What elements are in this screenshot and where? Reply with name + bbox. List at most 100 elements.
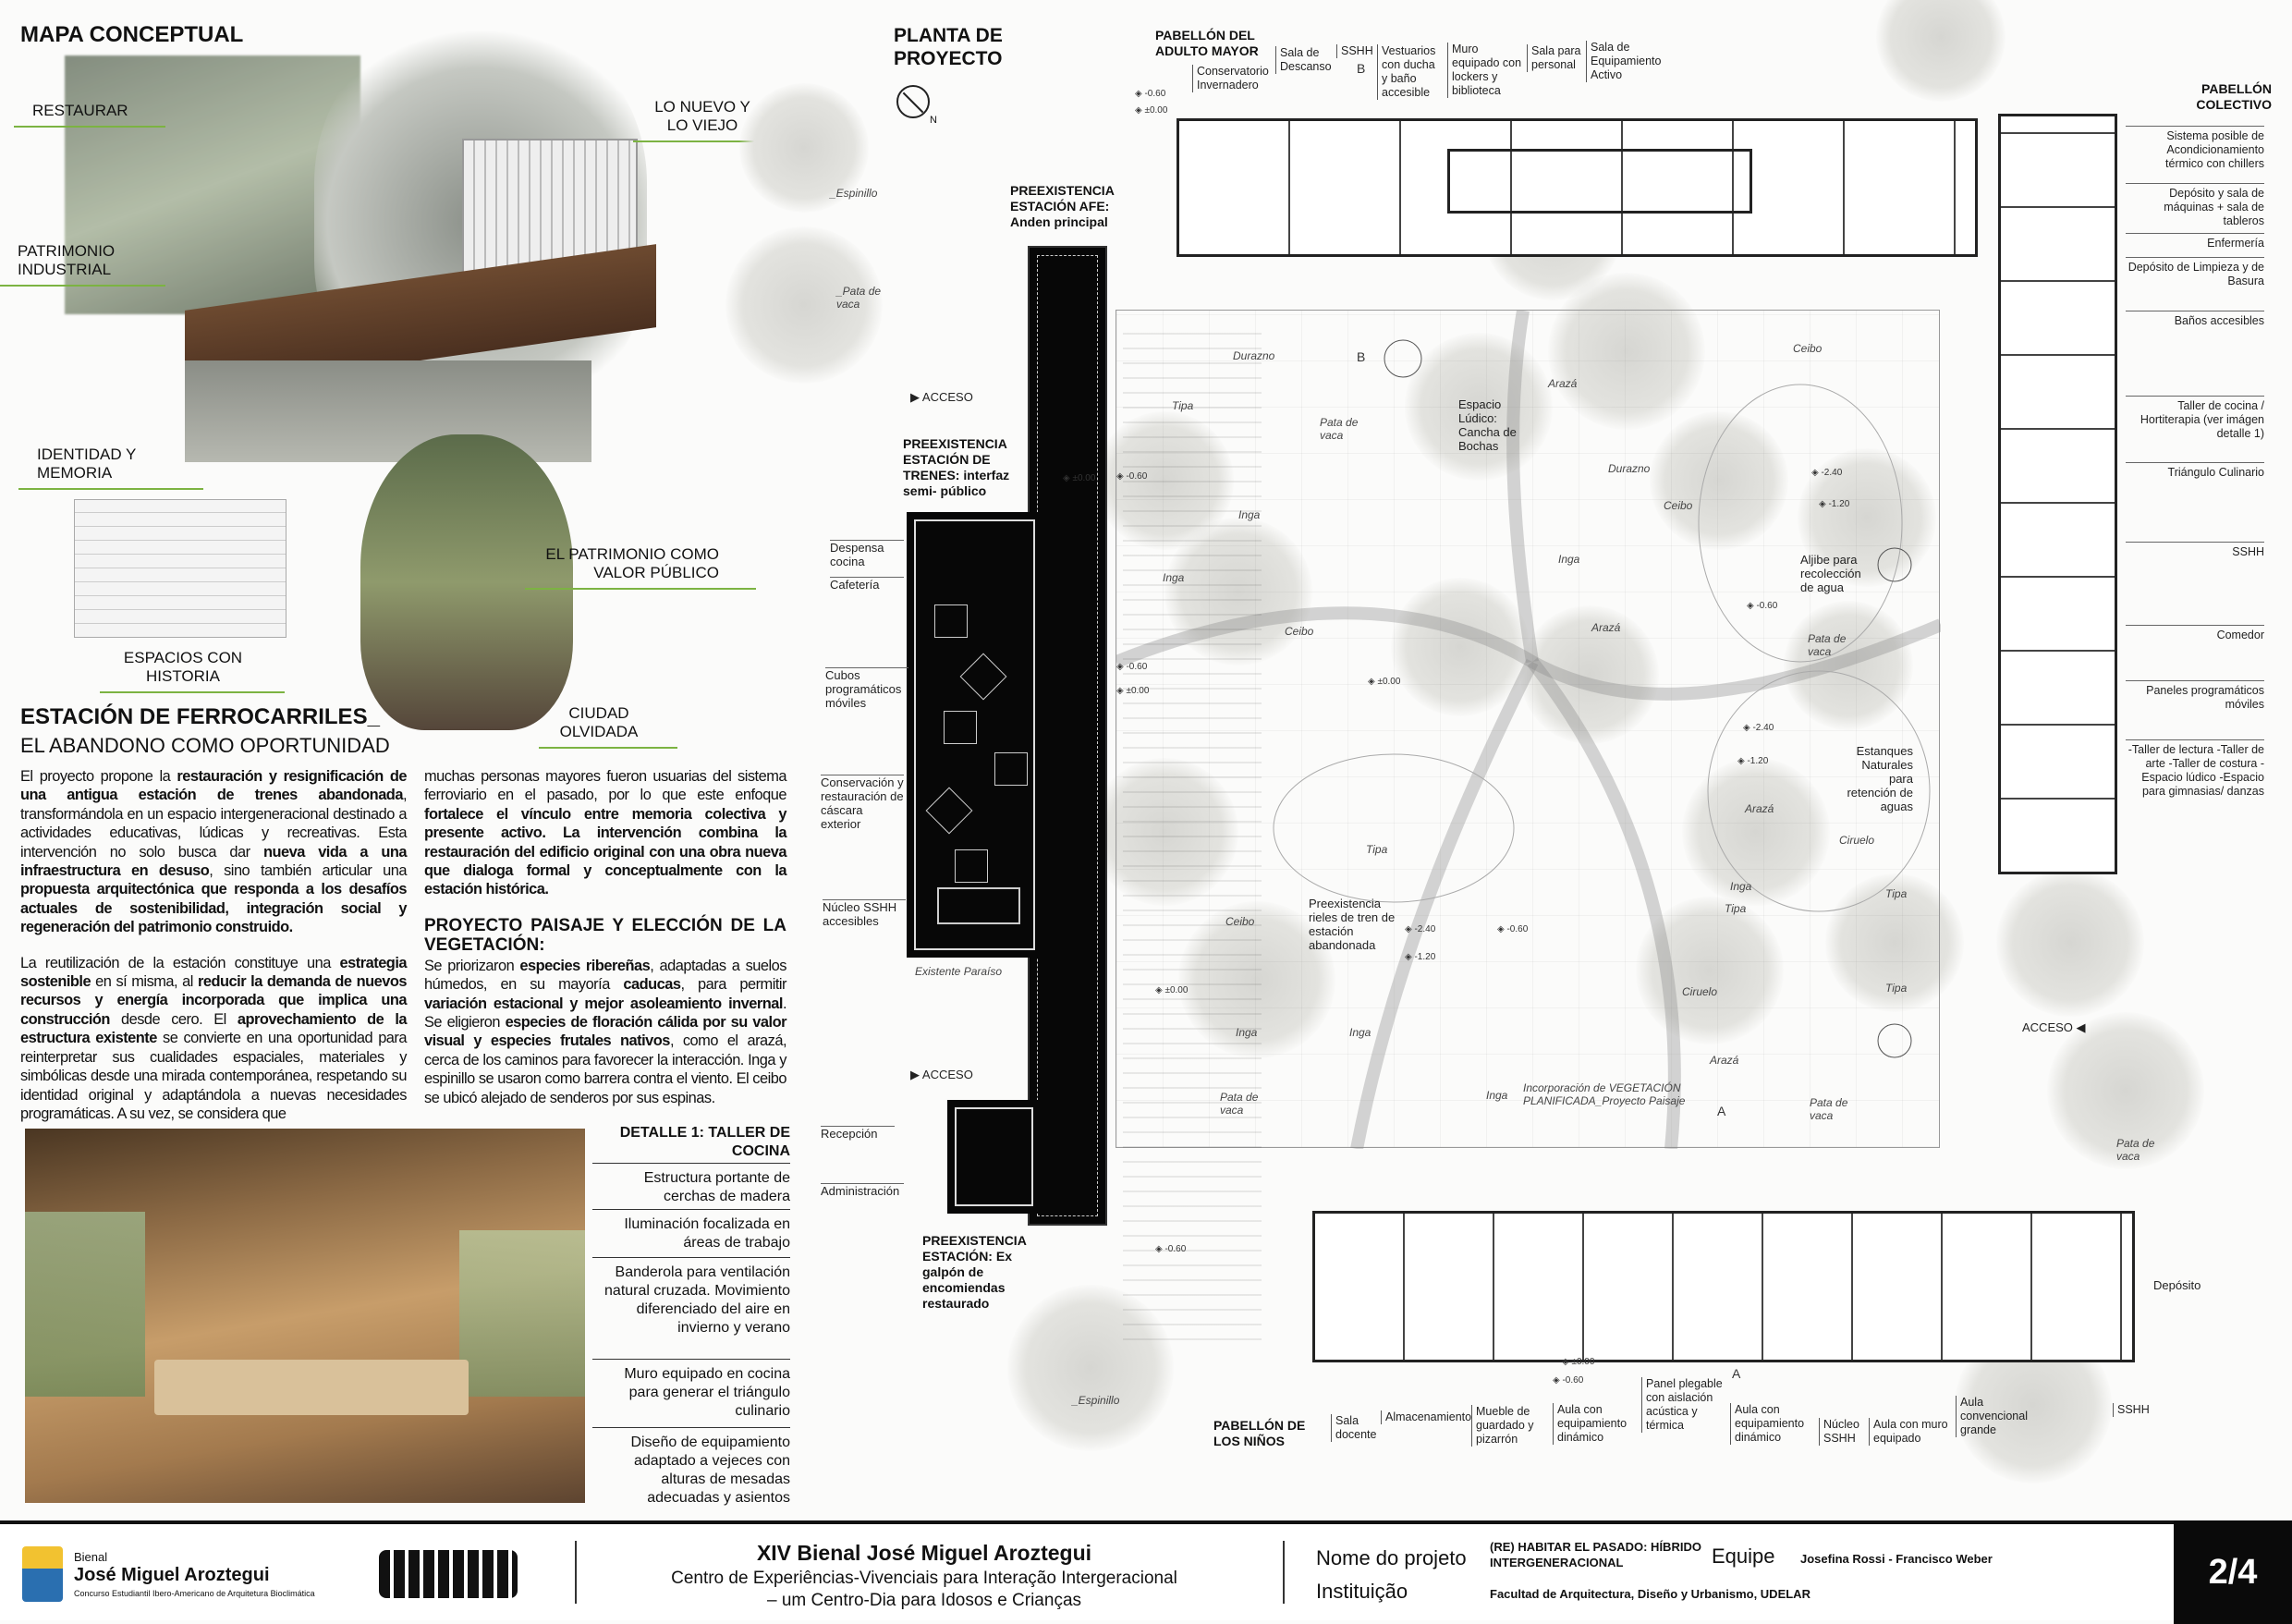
text: en sí misma, al — [91, 973, 198, 991]
bold-text: especies de floración cálida por su valo… — [424, 1014, 786, 1050]
species-label: Pata de vaca — [1810, 1096, 1848, 1122]
access-label: ▶ ACCESO — [910, 390, 973, 404]
kitchen-workshop-illustration — [25, 1129, 585, 1503]
intro-col2: muchas personas mayores fueron usuarias … — [424, 767, 787, 1107]
tree-canopy — [1798, 448, 1936, 587]
detail-title: DETALLE 1: TALLER DE COCINA — [619, 1125, 790, 1159]
species-label: Tipa — [1366, 843, 1388, 856]
species-label: Arazá — [1745, 802, 1774, 815]
detail-item: Estructura portante de cerchas de madera — [592, 1163, 790, 1206]
room-label: Depósito de Limpieza y de Basura — [2126, 257, 2264, 288]
plan-title: PLANTA DE PROYECTO — [894, 25, 1003, 69]
paragraph: La reutilización de la estación constitu… — [20, 954, 408, 1124]
room-label: Comedor — [2126, 625, 2264, 642]
species-label: Ceibo — [1664, 499, 1693, 512]
concept-nuevo-viejo: LO NUEVO Y LO VIEJO — [633, 98, 790, 142]
tree-canopy — [1636, 897, 1784, 1044]
concept-collage — [55, 0, 795, 739]
tree-canopy — [1164, 518, 1312, 665]
species-label: Inga — [1236, 1026, 1258, 1039]
concept-espacios: ESPACIOS CON HISTORIA — [100, 649, 285, 693]
adulto-title: PABELLÓN DEL ADULTO MAYOR — [1155, 28, 1259, 58]
room-label: Sala docente — [1331, 1414, 1379, 1442]
station-label: Cubos programáticos móviles — [825, 667, 908, 710]
divider — [575, 1541, 577, 1604]
species-label: Tipa — [1885, 982, 1908, 995]
species-label: _Pata de vaca — [836, 285, 882, 311]
text: se convierte en una oportunidad para rei… — [20, 1030, 408, 1122]
park-paths — [1116, 311, 1941, 1149]
species-label: Ciruelo — [1682, 985, 1718, 998]
room-label: Taller de cocina / Hortiterapia (ver imá… — [2126, 396, 2264, 441]
text: Se priorizaron — [424, 957, 520, 974]
intro-col1: El proyecto propone la restauración y re… — [20, 767, 408, 1124]
level-marker: ◈ -1.20 — [1819, 499, 1850, 509]
tree-canopy — [1876, 0, 2006, 102]
species-label: Durazno — [1608, 462, 1651, 475]
room-label: Depósito y sala de máquinas + sala de ta… — [2126, 183, 2264, 228]
footer-title: XIV Bienal José Miguel Aroztegui — [756, 1541, 1092, 1565]
pavilion-colectivo — [1998, 114, 2117, 874]
species-label: Pata de vaca — [1220, 1091, 1259, 1117]
station-cafeteria — [907, 512, 1042, 958]
tree-canopy — [1996, 869, 2144, 1017]
room-label: -Taller de lectura -Taller de arte -Tall… — [2126, 739, 2264, 799]
bienal-name: José Miguel Aroztegui — [74, 1565, 270, 1585]
room-label: Sala de Equipamiento Activo — [1586, 41, 1667, 82]
station-label: Conservación y restauración de cáscara e… — [821, 775, 904, 831]
access-label-east: ACCESO ◀ — [2022, 1020, 2086, 1034]
partner-logo-icon — [379, 1550, 518, 1598]
bold-text: caducas — [623, 976, 681, 994]
species-label: Pata de vaca — [2116, 1137, 2155, 1163]
level-marker: ◈ ±0.00 — [1562, 1357, 1595, 1367]
room-label: Aula con equipamiento dinámico — [1730, 1403, 1815, 1445]
species-label: _Espinillo — [1072, 1394, 1120, 1407]
existing-tree-label: Existente Paraíso — [915, 965, 1003, 978]
house-sketch — [74, 499, 286, 638]
concept-map-title: MAPA CONCEPTUAL — [20, 22, 244, 47]
access-text: ACCESO — [921, 1068, 973, 1081]
paragraph: muchas personas mayores fueron usuarias … — [424, 767, 787, 899]
label-galpon: PREEXISTENCIA ESTACIÓN: Ex galpón de enc… — [922, 1233, 1027, 1311]
level-marker: ◈ -0.60 — [1155, 1244, 1187, 1254]
tree-canopy — [1178, 901, 1335, 1058]
species-label: Ceibo — [1793, 342, 1823, 355]
station-label: Administración — [821, 1183, 904, 1198]
bold-text: restauración y resignificación de una an… — [20, 768, 408, 804]
north-label: N — [930, 115, 937, 126]
bold-text: fortalece el vínculo entre memoria colec… — [424, 805, 787, 898]
room-label: Paneles programáticos móviles — [2126, 680, 2264, 712]
species-label: Pata de vaca — [1320, 416, 1359, 442]
room-label: Aula con equipamiento dinámico — [1553, 1403, 1638, 1445]
section-marker: A — [1717, 1104, 1726, 1118]
bienal-logo-icon — [22, 1546, 63, 1602]
team-names: Josefina Rossi - Francisco Weber — [1800, 1552, 1993, 1566]
window-right — [459, 1230, 585, 1397]
room-label: Triángulo Culinario — [2126, 462, 2264, 480]
room-label: Baños accesibles — [2126, 311, 2264, 328]
pavilion-adulto — [1176, 118, 1978, 257]
species-label: Inga — [1486, 1089, 1508, 1102]
concept-patrimonio-industrial: PATRIMONIO INDUSTRIAL — [0, 242, 165, 287]
detail-item: Iluminación focalizada en áreas de traba… — [592, 1209, 790, 1252]
room-label: Aula con muro equipado — [1869, 1418, 1952, 1446]
pavilion-ninos — [1312, 1211, 2135, 1362]
room-label: SSHH — [2113, 1403, 2159, 1417]
station-galpon — [947, 1100, 1041, 1214]
intro-subtitle: EL ABANDONO COMO OPORTUNIDAD — [20, 734, 390, 757]
paragraph: El proyecto propone la restauración y re… — [20, 767, 408, 937]
level-marker: ◈ -0.60 — [1116, 662, 1148, 672]
access-label: ▶ ACCESO — [910, 1068, 973, 1081]
footer: Bienal José Miguel Aroztegui Concurso Es… — [0, 1520, 2292, 1624]
tree-canopy — [1391, 578, 1530, 716]
section-marker: B — [1357, 349, 1366, 364]
tree-canopy — [2047, 1012, 2204, 1169]
park-square — [1116, 310, 1941, 1149]
deposito-label: Depósito — [2153, 1278, 2201, 1292]
label-trenes: PREEXISTENCIA ESTACIÓN DE TRENES: interf… — [903, 436, 1010, 498]
tree-canopy — [1548, 273, 1705, 430]
team-label: Equipe — [1712, 1545, 1775, 1568]
species-label: Pata de vaca — [1808, 632, 1847, 658]
access-text: ACCESO — [921, 390, 973, 404]
bold-text: nueva vida a una infraestructura en desu… — [20, 843, 407, 880]
